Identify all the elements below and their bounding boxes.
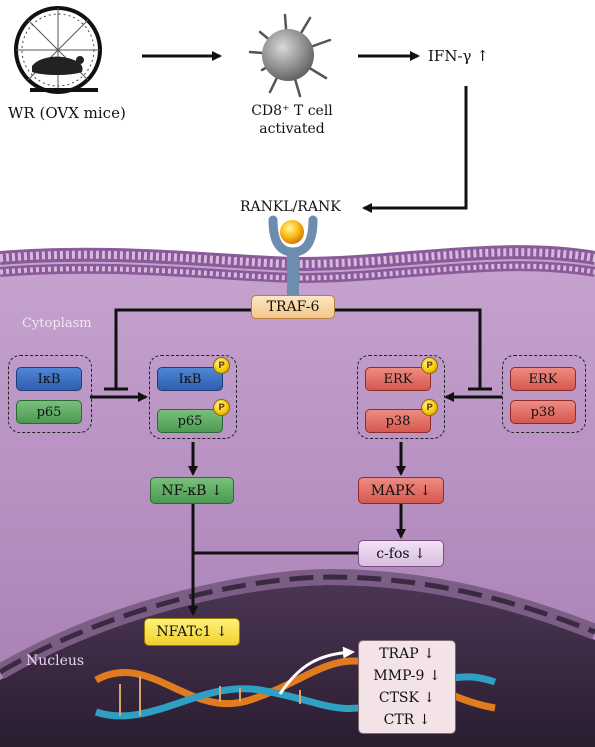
cfos-node: c-fos ↓ (358, 540, 444, 567)
phosphate-icon: P (213, 399, 230, 416)
tcell-label-line2: activated (259, 121, 325, 137)
p38-inactive-node: p38 (510, 400, 576, 424)
nfkb-node: NF-κB ↓ (150, 477, 234, 504)
p38-active-node: p38 (365, 409, 431, 433)
inhibition-line-right (334, 308, 492, 391)
tcell-label-line1: CD8⁺ T cell (251, 103, 333, 119)
marker-mmp9: MMP-9 ↓ (373, 668, 441, 684)
mapk-inactive-complex (502, 355, 586, 433)
rank-receptor-icon (268, 215, 318, 296)
wheel-running-label: WR (OVX mice) (8, 104, 126, 122)
nfkb-inactive-complex (8, 355, 92, 433)
running-wheel-icon (14, 6, 102, 94)
erk-active-node: ERK (365, 367, 431, 391)
tcell-label: CD8⁺ T cell activated (246, 103, 338, 137)
rankl-rank-label: RANKL/RANK (240, 199, 341, 215)
traf6-node: TRAF-6 (251, 295, 335, 319)
phosphate-icon: P (213, 357, 230, 374)
t-cell-icon (248, 13, 332, 98)
ikb-inactive-node: IκB (16, 367, 82, 391)
nfatc1-node: NFATc1 ↓ (144, 618, 240, 646)
arrow-dna-to-outcomes (278, 646, 355, 695)
osteoclast-marker-box: TRAP ↓ MMP-9 ↓ CTSK ↓ CTR ↓ (358, 640, 456, 734)
marker-ctr: CTR ↓ (383, 712, 431, 728)
marker-trap: TRAP ↓ (379, 646, 435, 662)
mapk-active-complex (357, 355, 445, 439)
p65-active-node: p65 (157, 409, 223, 433)
cytoplasm-label: Cytoplasm (22, 316, 92, 331)
ikb-active-node: IκB (157, 367, 223, 391)
nucleus-label: Nucleus (26, 653, 85, 669)
phosphate-icon: P (421, 357, 438, 374)
mapk-node: MAPK ↓ (358, 477, 444, 504)
erk-inactive-node: ERK (510, 367, 576, 391)
plasma-membrane (0, 245, 595, 284)
arrow-ifn-to-rankl (362, 86, 468, 213)
rankl-ligand-icon (280, 220, 304, 244)
p65-inactive-node: p65 (16, 400, 82, 424)
ifn-gamma-label: IFN-γ ↑ (428, 47, 489, 65)
inhibition-line-left (104, 308, 252, 391)
nfkb-active-complex (149, 355, 237, 439)
marker-ctsk: CTSK ↓ (378, 690, 436, 706)
phosphate-icon: P (421, 399, 438, 416)
